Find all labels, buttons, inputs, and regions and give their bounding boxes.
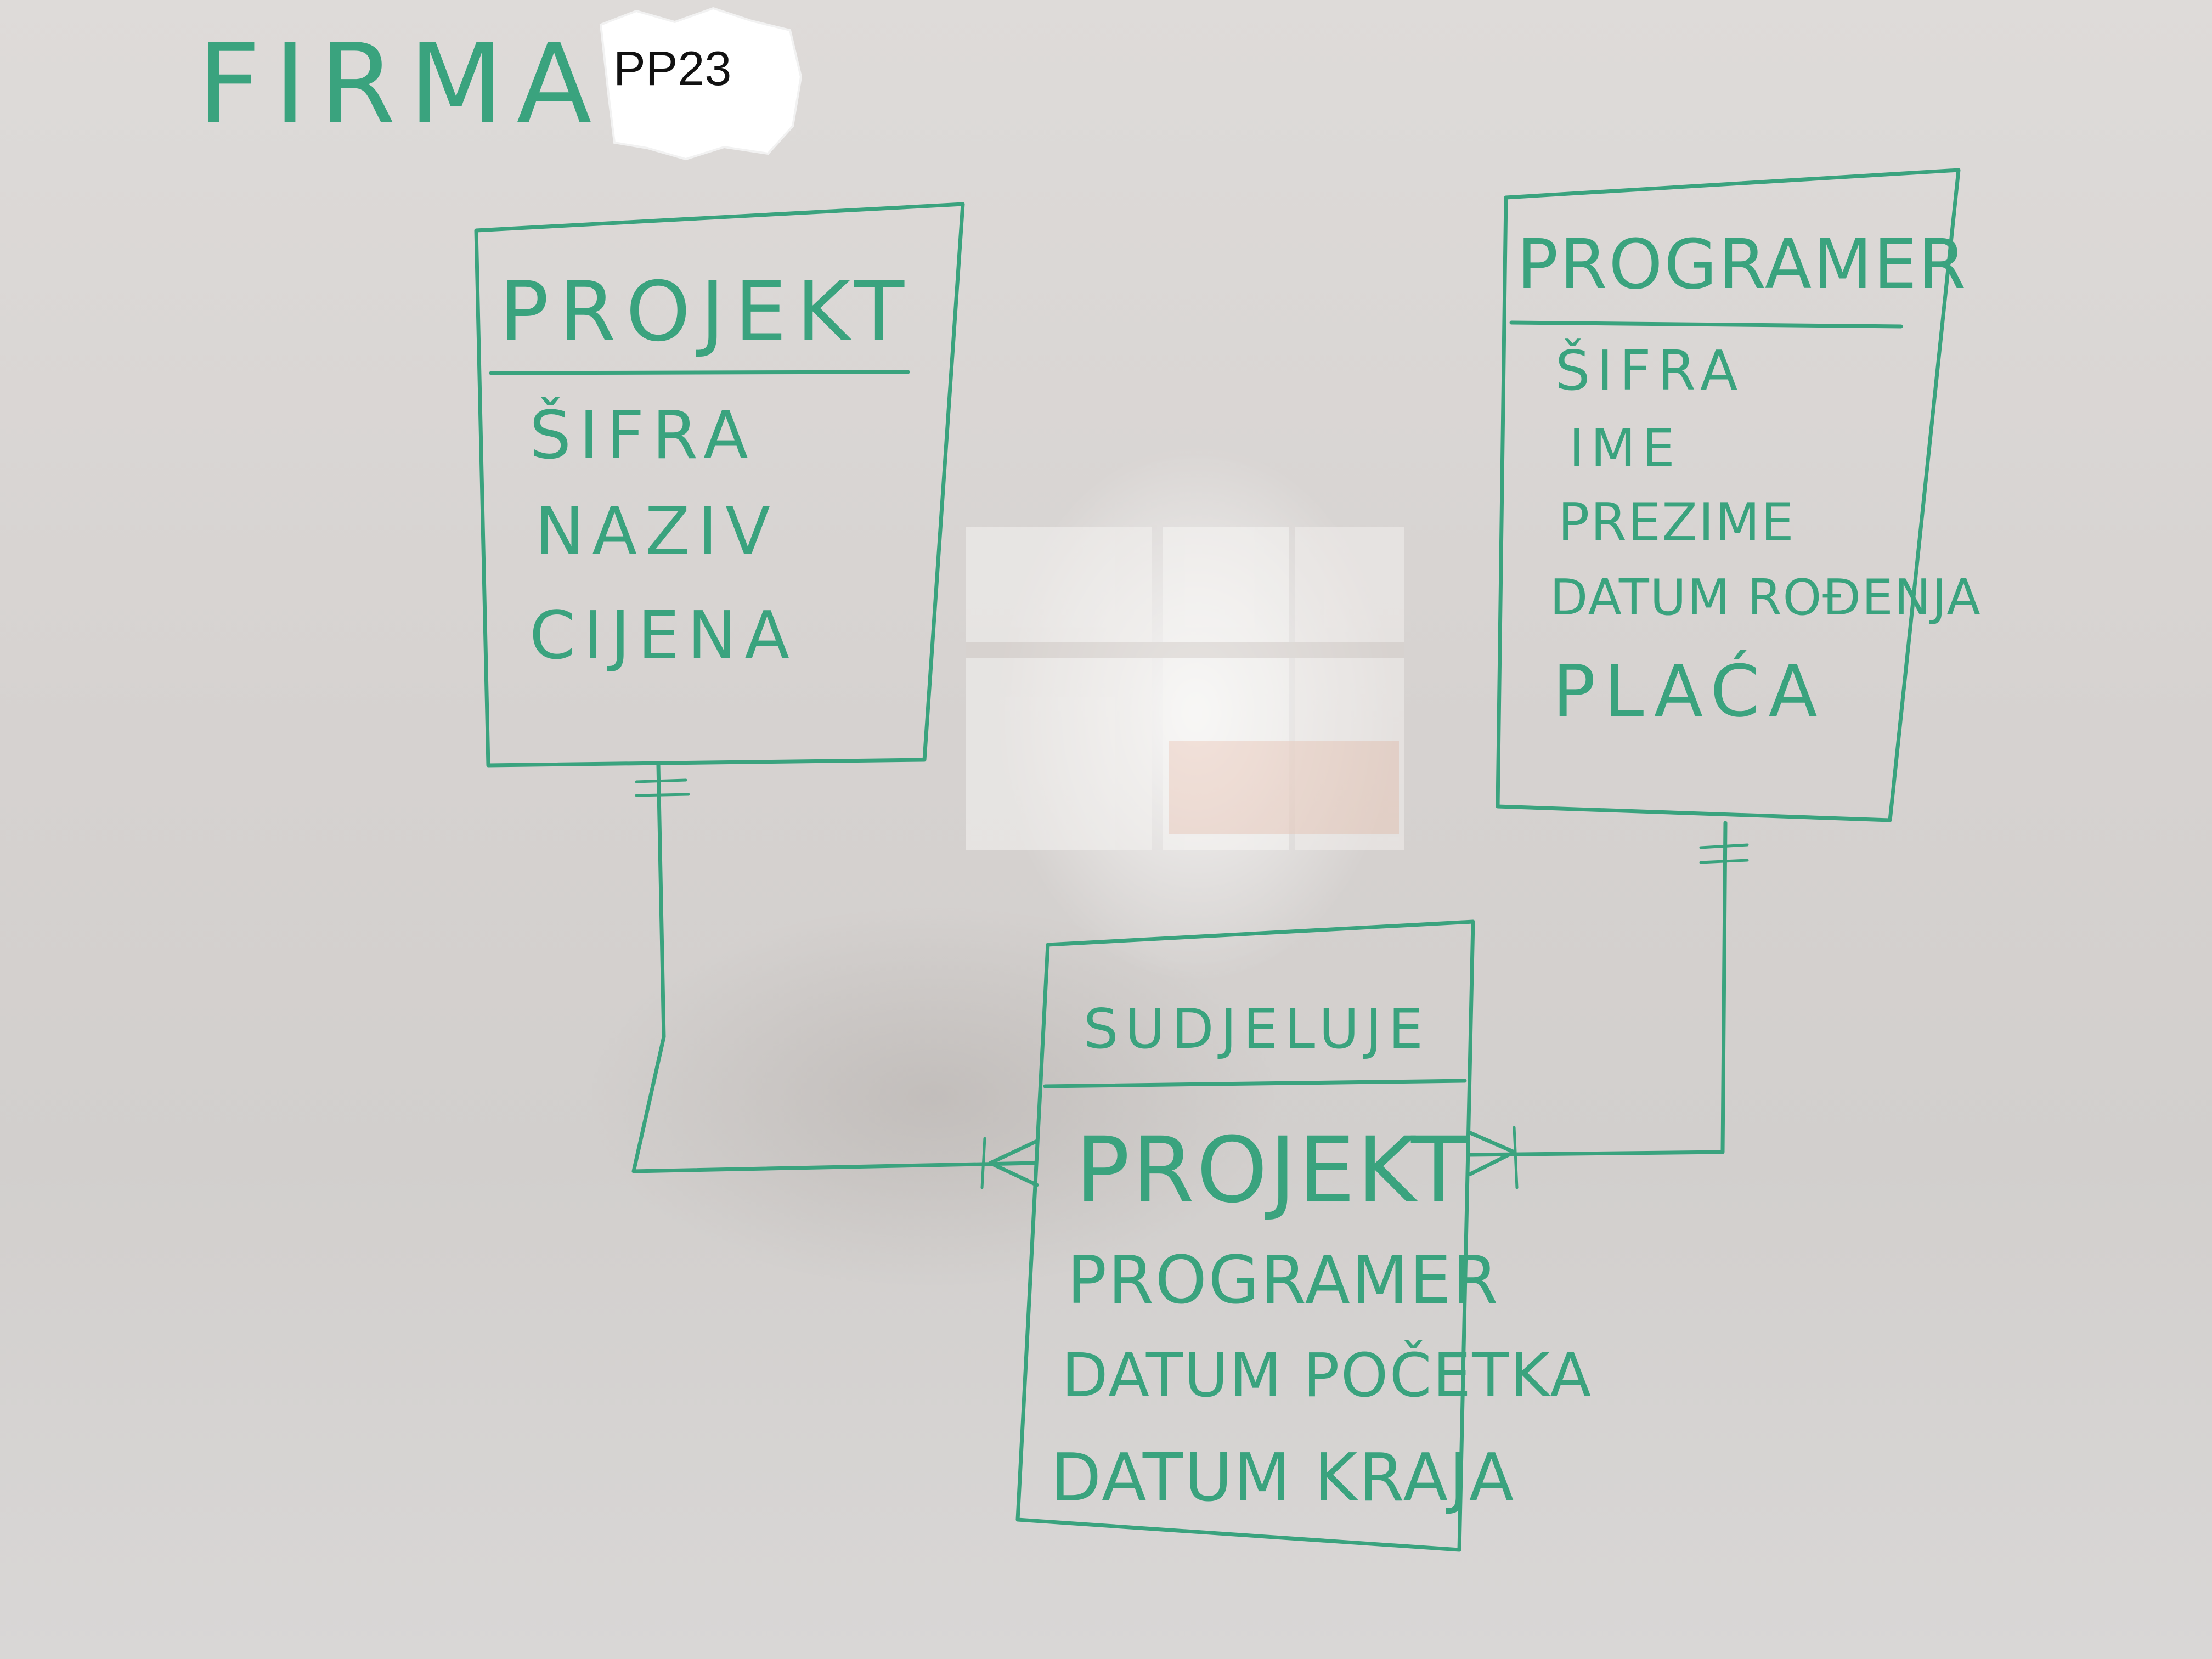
entity-sudjeluje-attr-2: PROGRAMER <box>1067 1243 1499 1319</box>
entity-projekt-attr-1: ŠIFRA <box>529 397 756 474</box>
entity-programer-attr-5: PLAĆA <box>1553 650 1826 733</box>
entity-sudjeluje-name: SUDJELUJE <box>1084 997 1430 1061</box>
relationship-projekt-sudjeluje <box>631 763 1039 1189</box>
window-reflection <box>966 527 1404 850</box>
entity-programer-attr-1: ŠIFRA <box>1555 338 1744 403</box>
entity-programer: PROGRAMER ŠIFRA IME PREZIME DATUM ROĐENJ… <box>1496 168 1982 822</box>
entity-programer-attr-3: PREZIME <box>1558 493 1795 553</box>
entity-projekt: PROJEKT ŠIFRA NAZIV CIJENA <box>474 202 965 768</box>
entity-programer-attr-4: DATUM ROĐENJA <box>1550 569 1982 627</box>
entity-sudjeluje: SUDJELUJE PROJEKT PROGRAMER DATUM POČETK… <box>1015 919 1593 1552</box>
entity-programer-attr-2: IME <box>1569 419 1681 479</box>
entity-sudjeluje-attr-4: DATUM KRAJA <box>1051 1440 1515 1516</box>
entity-projekt-name: PROJEKT <box>499 264 914 360</box>
relationship-programer-sudjeluje <box>1468 821 1749 1189</box>
entity-projekt-attr-2: NAZIV <box>535 494 778 570</box>
sticker: PP23 <box>599 7 803 161</box>
diagram-title: FIRMA <box>198 20 605 148</box>
entity-sudjeluje-attr-3: DATUM POČETKA <box>1062 1340 1593 1410</box>
sticker-label: PP23 <box>613 41 731 95</box>
entity-programer-name: PROGRAMER <box>1517 225 1967 304</box>
entity-sudjeluje-attr-1: PROJEKT <box>1075 1118 1468 1223</box>
entity-projekt-attr-3: CIJENA <box>529 598 798 674</box>
